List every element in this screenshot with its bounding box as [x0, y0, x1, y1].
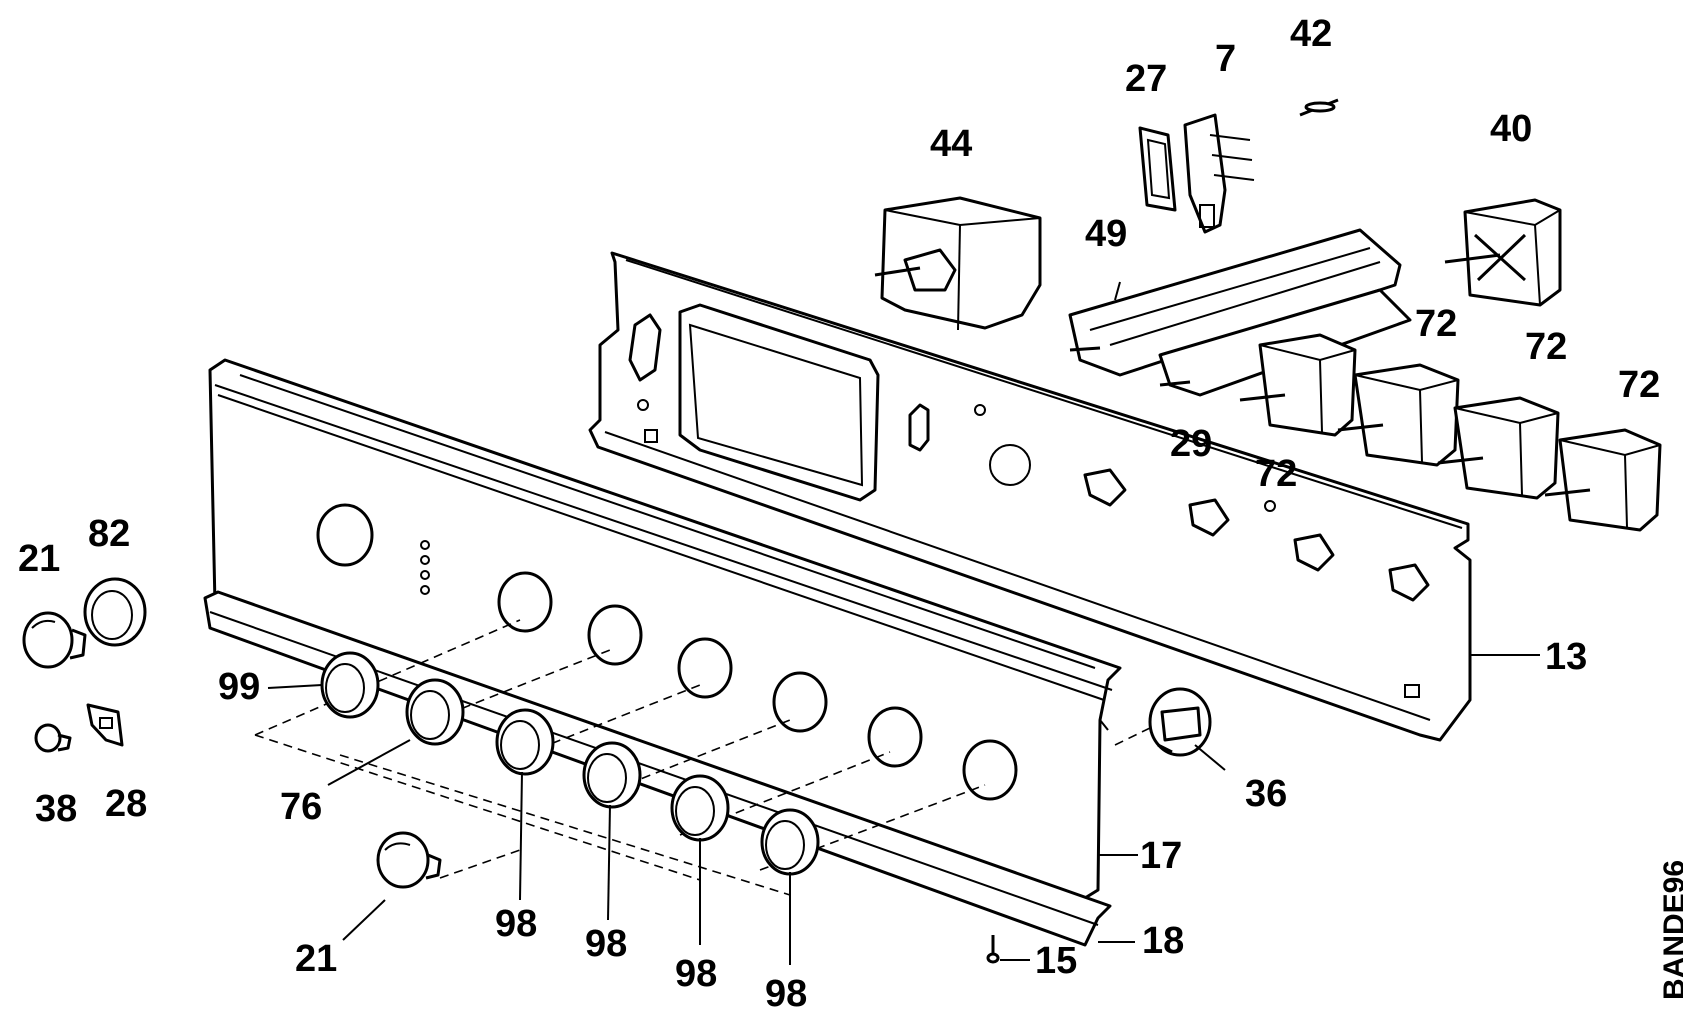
label-15: 15	[1035, 940, 1078, 982]
thermostat-40	[1444, 198, 1562, 307]
label-49: 49	[1085, 213, 1128, 255]
leader-lines	[267, 281, 1540, 965]
ring-98-c	[670, 774, 730, 842]
ring-76	[405, 678, 465, 746]
ring-98-a	[495, 708, 555, 776]
label-99: 99	[218, 666, 261, 708]
label-42: 42	[1290, 13, 1333, 55]
label-98-b: 98	[585, 923, 628, 965]
timer-44	[874, 196, 1042, 331]
screw-38	[34, 723, 72, 753]
ring-82	[83, 577, 147, 647]
ring-99	[320, 651, 380, 719]
label-98-a: 98	[495, 903, 538, 945]
ring-98-b	[582, 741, 642, 809]
knob-21-front	[376, 831, 442, 889]
label-29: 29	[1170, 423, 1213, 465]
switch-7	[1183, 113, 1255, 234]
pin-42	[1299, 98, 1339, 117]
label-28: 28	[105, 783, 148, 825]
label-72-a: 72	[1415, 303, 1458, 345]
label-98-d: 98	[765, 973, 808, 1015]
label-13: 13	[1545, 636, 1588, 678]
label-36: 36	[1245, 773, 1288, 815]
cover-27	[1138, 126, 1177, 212]
label-21-b: 21	[295, 938, 338, 980]
diagram-code: BANDE96	[1658, 859, 1683, 1000]
label-27: 27	[1125, 58, 1168, 100]
label-38: 38	[35, 788, 78, 830]
ring-98-d	[760, 808, 820, 876]
rear-bracket-13	[588, 251, 1472, 742]
label-82: 82	[88, 513, 131, 555]
label-72-d: 72	[1255, 453, 1298, 495]
label-21-a: 21	[18, 538, 61, 580]
label-72-b: 72	[1525, 326, 1568, 368]
label-40: 40	[1490, 108, 1533, 150]
label-44: 44	[930, 123, 973, 165]
lamp-holder-36	[1148, 687, 1212, 757]
label-72-c: 72	[1618, 364, 1661, 406]
knob-21-side	[22, 611, 87, 669]
energy-regulator-72-d	[1544, 428, 1662, 532]
screw-15	[986, 935, 1000, 964]
label-7: 7	[1215, 38, 1237, 80]
label-76: 76	[280, 786, 323, 828]
energy-regulator-72-a	[1239, 333, 1357, 437]
label-17: 17	[1140, 835, 1183, 877]
energy-regulator-72-b	[1337, 363, 1460, 467]
clip-28	[86, 703, 124, 747]
label-98-c: 98	[675, 953, 718, 995]
energy-regulator-72-c	[1437, 396, 1560, 500]
label-18: 18	[1142, 920, 1185, 962]
